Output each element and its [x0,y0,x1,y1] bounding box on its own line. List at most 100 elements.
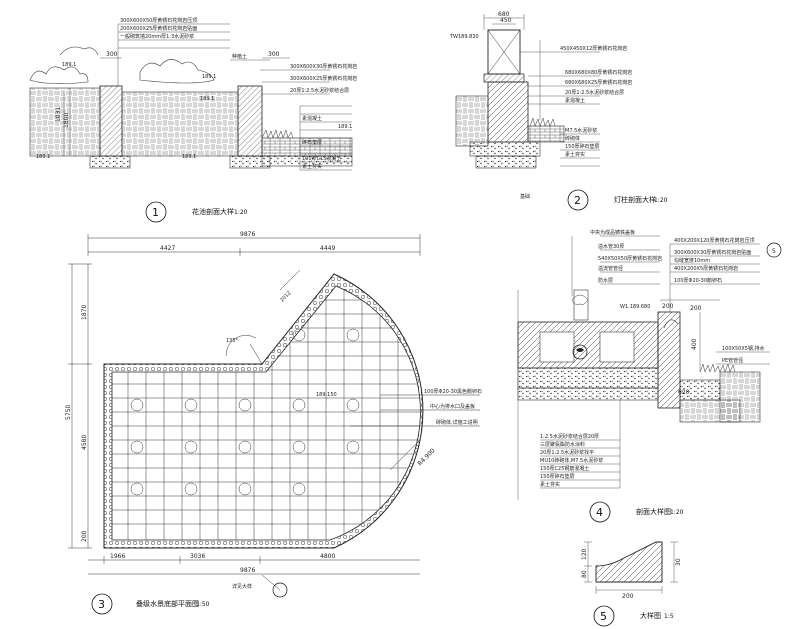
scale-2: 1:20 [654,197,668,204]
edge-grass [699,363,736,373]
dim-3-v-mid: 4580 [81,435,88,450]
title-5: 大样图 [640,611,661,620]
edge-wall [657,311,681,409]
dim-3-b2: 3036 [190,553,205,560]
badge-5 [593,605,615,627]
note-4-top-1: 溢水管30厚 [598,243,624,250]
callout-5-label: 5 [772,248,776,255]
level-2: TW189.830 [449,34,479,40]
basin-cell-a [539,331,575,363]
note-4-bottom-0: 1:2.5水泥砂浆结合层20厚 [540,433,599,440]
scale-3: 1:50 [196,601,210,608]
dim-2-top: 680 [498,11,510,18]
title-2: 灯柱剖面大样 [614,195,656,204]
dim-3-b1: 1966 [110,553,125,560]
leader-lines-4 [517,235,770,500]
dim-5-h-a: 120 [581,548,588,560]
dim-1-right: 300 [268,51,280,58]
detail-coping-profile: 120 80 200 30 5 大样图 1:5 [581,541,682,627]
lamp-grass [529,117,556,127]
badge-2 [567,189,589,211]
note-1-1: 200X600X25厚黄锈石花岗岩贴面 [120,25,197,32]
note-4-top-4: 防水层 [598,277,613,284]
title-3: 叠级水景底部平面图 [136,599,199,608]
dim-4-b: 620 [678,389,690,396]
dim-1-left-b: 1800 [63,113,70,128]
title-4: 剖面大样图 [636,507,671,516]
leader-lines-2 [483,14,600,167]
note-4-top-2: 540X50X50厚黄锈石花岗岩 [598,255,662,262]
note-1-10: 素土夯实 [302,163,322,170]
level-1-right-b: 189.1 [200,96,214,102]
grass [261,129,294,139]
note-4-bottom-1: 三层聚氨酯防水涂料 [540,441,585,448]
level-1-right-a: 189.1 [202,74,216,80]
plan-dimensions [68,234,480,591]
note-4-bottom-5: 150厚碎石垫层 [540,473,575,480]
section-lamp-post-detail: 680 450 TW189.830 450X450X12厚黄锈石花岗岩 680X… [449,11,668,211]
badge-4 [589,501,611,523]
note-4-bottom-6: 素土夯实 [540,481,560,488]
scale-1: 1:20 [234,209,248,216]
plan-inner-area [111,285,421,541]
tree-canopy [59,46,99,56]
basin-cell-b [599,331,635,363]
dims-5 [584,541,678,594]
dim-5-w: 200 [622,593,634,600]
ref-note-3: 详见大样 [232,583,252,590]
level-1-left: 189.1 [62,62,76,68]
badge-5-number: 5 [600,610,607,623]
note-3-0: 100厚Φ20-30黑色鹅卵石 [424,388,482,395]
note-3-1: 中心为排水口及盖板 [430,403,475,410]
dim-4-v: 400 [691,338,698,350]
note-4-right-4: 100厚Φ20-30鹅卵石 [674,277,722,284]
planter-wall-left [99,85,123,157]
plan-ornaments [130,328,360,496]
note-2-8: 素土夯实 [565,151,585,158]
water-arc [663,319,679,329]
lamp-footing [469,141,541,157]
level-1-base-left: 189.1 [36,154,50,160]
scale-5: 1:5 [664,613,674,620]
note-2-3: 20厚1:2.5水泥砂浆结合层 [565,89,624,96]
note-2-2: 680X680X25厚黄锈石花岗岩 [565,79,632,86]
badge-4-number: 4 [596,506,603,519]
lamp-side-paving [455,95,489,147]
planter-soil [121,91,239,157]
section-planter-detail: 300X600X50厚黄锈石花岗岩压顶 200X600X25厚黄锈石花岗岩贴面 … [29,17,357,223]
note-1-7: 素混凝土 [302,115,322,122]
radius-3: R4.900 [416,447,436,467]
dim-3-v-top: 1870 [81,305,88,320]
paving-block-left [29,87,101,157]
note-4-right-5: 100X50X5钢,排水 [722,345,765,352]
level-1-low: 189.1 [338,124,352,130]
dim-3-height: 5750 [65,405,72,420]
note-4-right-2: 勾缝宽度10mm [674,257,710,264]
planter-foliage-right [139,59,215,84]
note-2-0: 450X450X12厚黄锈石花岗岩 [560,45,627,52]
note-1-6: 20厚1:2.5水泥砂浆结合层 [290,87,349,94]
dim-5-right: 30 [675,558,682,566]
note-4-top-0: 中央为成品铸铁盖板 [590,229,635,236]
note-4-right-6: PE管管径 [722,357,743,364]
note-1-4: 300X600X30厚黄锈石花岗岩 [290,63,357,70]
level-1-base-mid: 189.1 [182,154,196,160]
note-2-4: 素混凝土 [565,97,585,104]
note-1-0: 300X600X50厚黄锈石花岗岩压顶 [120,17,197,24]
note-3-2: 砖砌体,详施工说明 [436,419,478,426]
basin-base-concrete [517,367,659,389]
note-4-bottom-4: 150厚C25钢筋混凝土 [540,465,589,472]
drain-outlet [572,344,588,360]
planter-foliage-left [29,66,89,84]
dim-4-c: 200 [690,305,702,312]
footnote-2: 基础 [520,193,530,200]
scale-4: 1:20 [670,509,684,516]
level-4: W1.189.680 [620,304,650,310]
leader-lines-1 [63,23,352,171]
lamp-post-column [487,81,529,143]
dim-3-left: 4427 [160,245,175,252]
lamp-foundation [475,155,537,169]
callout-5 [766,242,782,258]
section-water-feature-detail: 中央为成品铸铁盖板 溢水管30厚 540X50X50厚黄锈石花岗岩 溢流管管径 … [517,229,782,523]
